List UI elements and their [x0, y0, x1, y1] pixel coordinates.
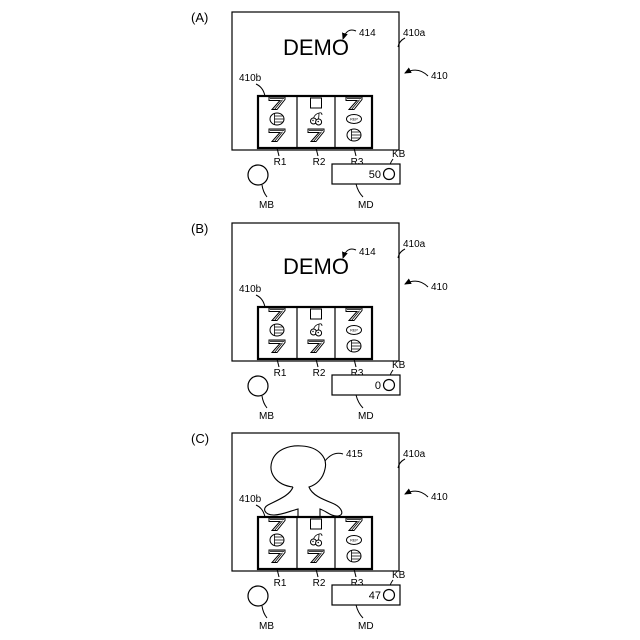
device-ref-label: 410	[431, 492, 448, 503]
kb-button	[384, 169, 395, 180]
replay-symbol-text: REP	[350, 538, 358, 542]
credit-value: 47	[369, 590, 381, 602]
demo-text: DEMO	[283, 35, 349, 60]
blank-shape	[311, 309, 322, 319]
watermelon-icon	[347, 550, 361, 562]
reel-label: R1	[274, 578, 287, 589]
watermelon-icon	[347, 340, 361, 352]
mb-ref-label: MB	[259, 621, 274, 632]
replay-symbol-text: REP	[350, 117, 358, 121]
reel-area-ref-label: 410b	[239, 284, 262, 295]
reel-label: R2	[313, 578, 326, 589]
watermelon-icon	[347, 129, 361, 141]
leader-line	[356, 395, 363, 408]
replay-icon: REP	[347, 326, 362, 335]
replay-symbol-text: REP	[350, 328, 358, 332]
blank-icon	[311, 98, 322, 108]
replay-icon: REP	[347, 115, 362, 124]
reel-area-ref-label: 410b	[239, 494, 262, 505]
credit-value: 50	[369, 169, 381, 181]
kb-ref-label: KB	[392, 149, 406, 160]
reel-label: R1	[274, 368, 287, 379]
md-ref-label: MD	[358, 200, 374, 211]
leader-line	[356, 184, 363, 197]
reel-area-ref-label: 410b	[239, 73, 262, 84]
blank-shape	[311, 519, 322, 529]
leader-arrow	[405, 70, 428, 76]
leader-arrow	[405, 281, 428, 287]
kb-button	[384, 590, 395, 601]
kb-ref-label: KB	[392, 570, 406, 581]
mb-ref-label: MB	[259, 411, 274, 422]
blank-icon	[311, 519, 322, 529]
kb-ref-label: KB	[392, 360, 406, 371]
panel-label: (C)	[191, 431, 209, 446]
watermelon-icon	[270, 113, 284, 125]
md-ref-label: MD	[358, 621, 374, 632]
leader-line	[262, 396, 267, 408]
device-ref-label: 410	[431, 282, 448, 293]
reel-label: R1	[274, 157, 287, 168]
md-ref-label: MD	[358, 411, 374, 422]
kb-button	[384, 380, 395, 391]
figure-panel: (C)415410a410410bR1R2REPR3KB47MBMD	[191, 431, 448, 632]
leader-line	[356, 605, 363, 618]
mb-button	[248, 586, 268, 606]
display-ref-label: 415	[346, 449, 363, 460]
reel-label: R2	[313, 368, 326, 379]
mb-ref-label: MB	[259, 200, 274, 211]
screen-ref-label: 410a	[403, 28, 426, 39]
figure-panel: (A)DEMO414410a410410bR1R2REPR3KB50MBMD	[191, 10, 448, 211]
demo-text: DEMO	[283, 254, 349, 279]
leader-arrow	[405, 491, 428, 497]
cherry-spot	[312, 331, 313, 332]
blank-shape	[311, 98, 322, 108]
cherry-spot	[312, 120, 313, 121]
blank-icon	[311, 309, 322, 319]
reel-label: R2	[313, 157, 326, 168]
leader-line	[262, 606, 267, 618]
watermelon-icon	[270, 324, 284, 336]
credit-value: 0	[375, 380, 381, 392]
panel-label: (A)	[191, 10, 208, 25]
leader-line	[262, 185, 267, 197]
watermelon-icon	[270, 534, 284, 546]
cherry-spot	[312, 541, 313, 542]
mb-button	[248, 165, 268, 185]
screen-ref-label: 410a	[403, 239, 426, 250]
cherry-spot	[318, 542, 319, 543]
cherry-spot	[318, 332, 319, 333]
device-ref-label: 410	[431, 71, 448, 82]
cherry-spot	[318, 121, 319, 122]
replay-icon: REP	[347, 536, 362, 545]
panel-label: (B)	[191, 221, 208, 236]
screen-ref-label: 410a	[403, 449, 426, 460]
display-ref-label: 414	[359, 247, 376, 258]
mb-button	[248, 376, 268, 396]
display-ref-label: 414	[359, 28, 376, 39]
figure-panel: (B)DEMO414410a410410bR1R2REPR3KB0MBMD	[191, 221, 448, 422]
